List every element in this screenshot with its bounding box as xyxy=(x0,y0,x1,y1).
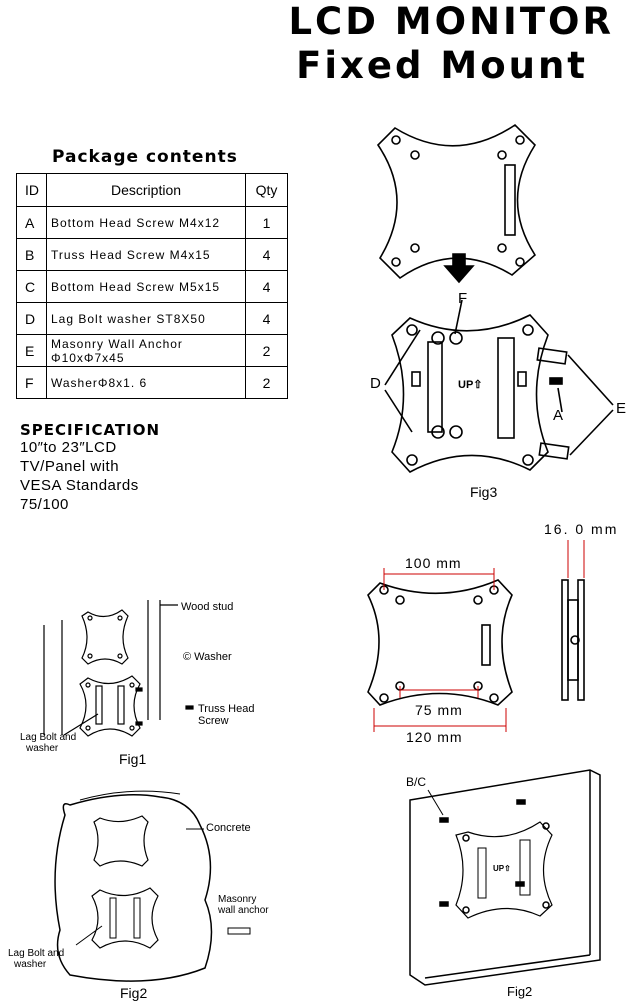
row-desc: Lag Bolt washer ST8X50 xyxy=(46,302,246,335)
spec-line: TV/Panel with xyxy=(20,458,120,475)
row-qty: 4 xyxy=(245,238,288,271)
fig1-truss-2: Screw xyxy=(198,715,229,727)
fig2-bc-label: B/C xyxy=(406,775,427,789)
fig1-caption: Fig1 xyxy=(119,751,147,767)
header-id: ID xyxy=(16,173,47,207)
fig2-caption-left: Fig2 xyxy=(120,985,148,1001)
fig3-label-d: D xyxy=(370,375,381,392)
table-header-row: ID Description Qty xyxy=(16,173,288,207)
row-qty: 2 xyxy=(245,366,288,399)
down-arrow xyxy=(443,253,475,284)
spec-line: VESA Standards xyxy=(20,477,139,494)
side-profile xyxy=(561,540,585,701)
fig2-up-mark: UP⇧ xyxy=(493,864,511,873)
header-description: Description xyxy=(46,173,246,207)
row-qty: 2 xyxy=(245,334,288,367)
dim-100: 100 mm xyxy=(405,555,462,571)
row-id: B xyxy=(16,238,47,271)
header-qty: Qty xyxy=(245,173,288,207)
fig3-label-f: F xyxy=(458,290,468,307)
fig3-label-e: E xyxy=(616,400,627,417)
fig1-washer: © Washer xyxy=(183,651,232,663)
title-line-2: Fixed Mount xyxy=(296,44,588,87)
row-qty: 1 xyxy=(245,206,288,239)
row-qty: 4 xyxy=(245,270,288,303)
fig3-caption: Fig3 xyxy=(470,484,498,500)
spec-line: 75/100 xyxy=(20,496,69,513)
row-id: C xyxy=(16,270,47,303)
row-desc: Masonry Wall Anchor Φ10xΦ7x45 xyxy=(46,334,246,367)
fig2-lag-1: Lag Bolt and xyxy=(8,948,65,959)
row-desc: WasherΦ8x1. 6 xyxy=(46,366,246,399)
fig3-label-a: A xyxy=(553,407,564,424)
fig2-anchor-1: Masonry xyxy=(218,894,257,905)
fig1-lag-2: washer xyxy=(26,743,59,754)
fig1-truss-1: Truss Head xyxy=(198,703,255,715)
title-line-1: LCD MONITOR xyxy=(288,0,614,43)
spec-heading: SPECIFICATION xyxy=(20,421,161,439)
fig2-anchor-2: wall anchor xyxy=(218,905,269,916)
dimension-lines xyxy=(373,568,507,732)
spec-line: 10″to 23″LCD xyxy=(20,439,117,456)
row-desc: Truss Head Screw M4x15 xyxy=(46,238,246,271)
fig2-concrete-drawing xyxy=(54,790,251,982)
fig2-concrete: Concrete xyxy=(206,822,251,834)
dimension-plate xyxy=(367,579,513,706)
dim-120: 120 mm xyxy=(406,729,463,745)
package-heading: Package contents xyxy=(52,147,238,167)
dim-75: 75 mm xyxy=(415,702,463,718)
fig1-drawing xyxy=(43,600,194,737)
fig3-bottom-plate xyxy=(391,314,570,474)
fig2-caption-right: Fig2 xyxy=(507,984,533,999)
fig2-panel-drawing xyxy=(409,769,601,986)
fig1-wood-stud: Wood stud xyxy=(181,601,234,613)
fig1-lag-1: Lag Bolt and xyxy=(20,732,77,743)
row-desc: Bottom Head Screw M4x12 xyxy=(46,206,246,239)
dim-depth: 16. 0 mm xyxy=(544,521,619,537)
fig3-up-mark: UP⇧ xyxy=(458,379,483,391)
fig3-top-plate xyxy=(376,123,537,280)
fig2-lag-2: washer xyxy=(14,959,47,970)
row-desc: Bottom Head Screw M5x15 xyxy=(46,270,246,303)
